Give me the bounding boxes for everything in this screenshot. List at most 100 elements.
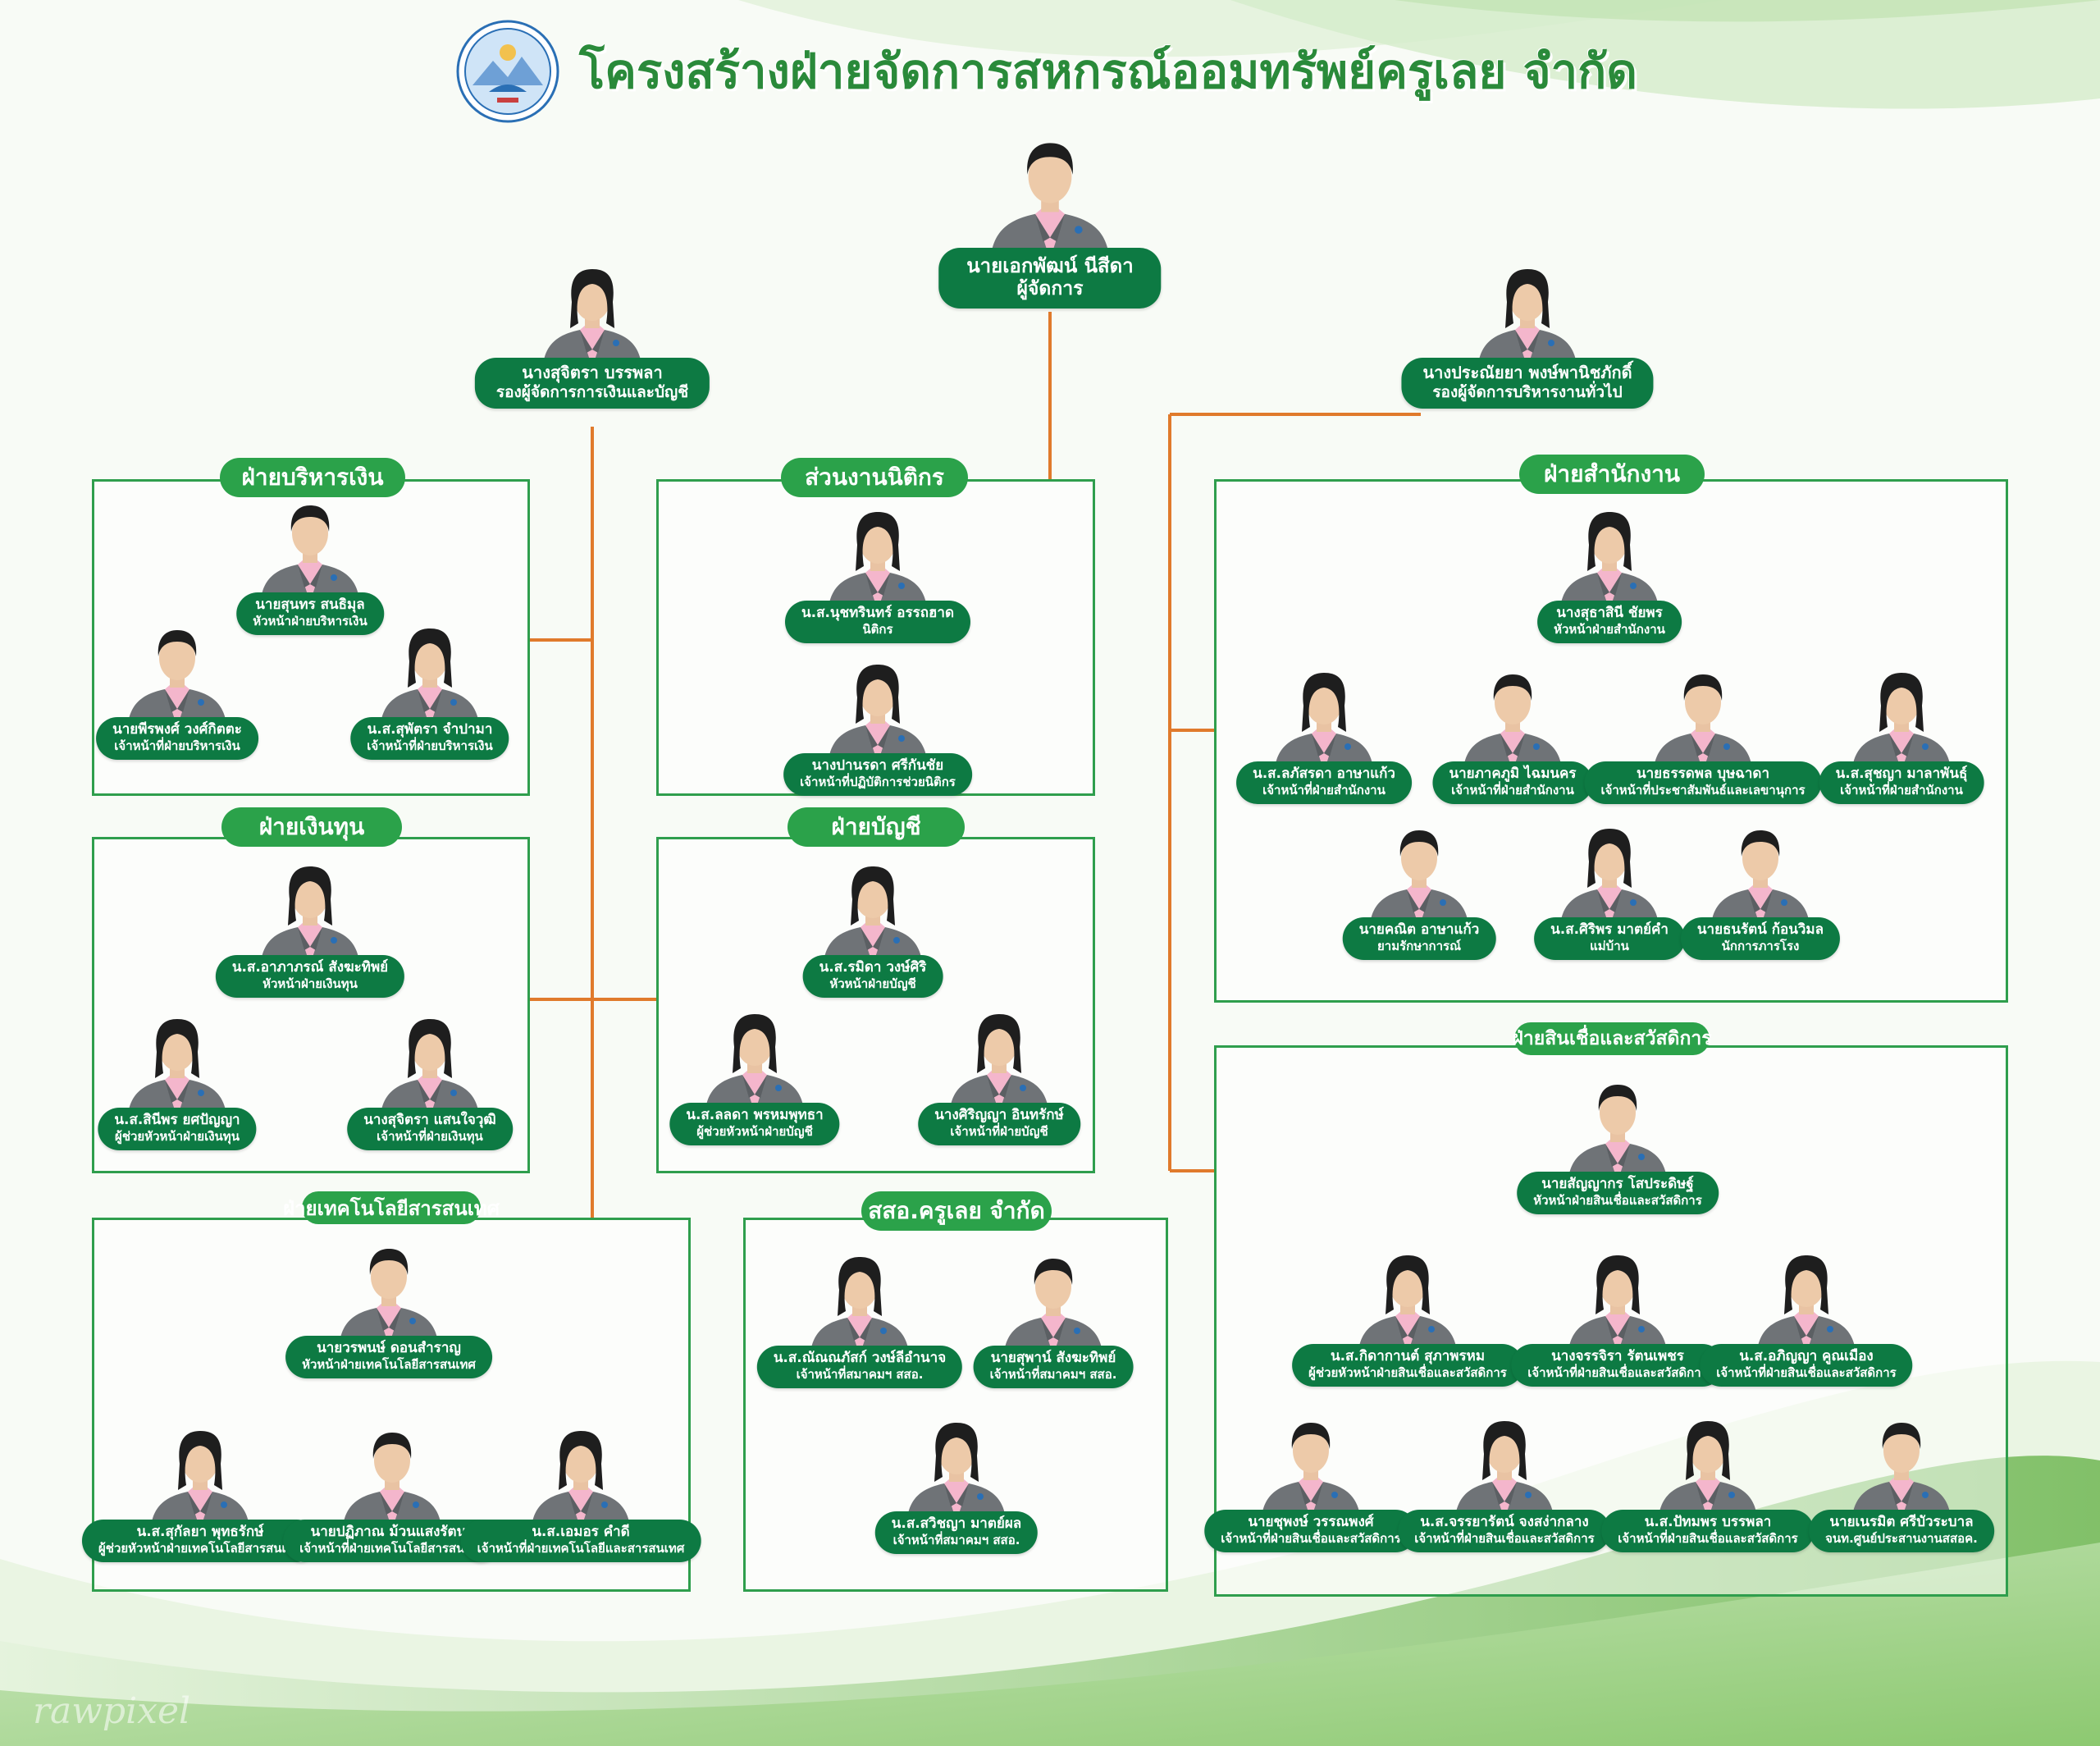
staff-label: น.ส.สวิชญา มาตย์ผล เจ้าหน้าที่สมาคมฯ สสอ… (874, 1511, 1039, 1554)
staff-name: น.ส.ลภัสรดา อาษาแก้ว (1253, 766, 1395, 782)
staff-position: นักการภารโรง (1721, 939, 1800, 953)
staff-name: นายเอกพัฒน์ นีสีดา (966, 254, 1134, 277)
staff-label: น.ส.สุกัลยา พุทธรักษ์ ผู้ช่วยหัวหน้าฝ่าย… (81, 1520, 319, 1562)
staff-name: นายปฏิภาณ ม้วนแสงรัตนะ (310, 1524, 474, 1540)
staff-label: นายเอกพัฒน์ นีสีดา ผู้จัดการ (938, 248, 1162, 309)
staff-position: เจ้าหน้าที่ประชาสัมพันธ์และเลขานุการ (1600, 783, 1806, 798)
staff-name: น.ส.อาภาภรณ์ สังฆะทิพย์ (231, 959, 389, 976)
staff-label: นางจรรจิรา รัตนเพชร เจ้าหน้าที่ฝ่ายสินเช… (1511, 1344, 1724, 1387)
staff-label: น.ส.ปัทมพร บรรพลา เจ้าหน้าที่ฝ่ายสินเชื่… (1601, 1510, 1815, 1552)
staff-label: นายภาคภูมิ ไฉมนคร เจ้าหน้าที่ฝ่ายสำนักงา… (1432, 761, 1593, 804)
cooperative-logo (456, 20, 559, 123)
staff-name: นางสุธาสินี ชัยพร (1556, 605, 1663, 621)
staff-name: นายภาคภูมิ ไฉมนคร (1449, 766, 1577, 782)
staff-position: หัวหน้าฝ่ายสำนักงาน (1554, 622, 1665, 637)
staff-name: น.ส.สุชญา มาลาพันธุ์ (1835, 766, 1968, 782)
staff-position: เจ้าหน้าที่ฝ่ายสินเชื่อและสวัสดิการ (1414, 1531, 1595, 1546)
staff-name: น.ส.กิดากานต์ สุภาพรหม (1330, 1348, 1486, 1364)
staff-name: น.ส.ศิริพร มาตย์คำ (1550, 921, 1669, 938)
staff-label: นายสัญญากร โสประดิษฐ์ หัวหน้าฝ่ายสินเชื่… (1517, 1172, 1719, 1214)
staff-label: นายวรพนษ์ ดอนสำราญ หัวหน้าฝ่ายเทคโนโลยีส… (285, 1336, 492, 1378)
staff-name: นายสุนทร สนธิมุล (255, 596, 365, 613)
staff-name: น.ส.สุพัตรา จำปามา (367, 721, 493, 738)
staff-label: น.ส.ลลดา พรหมพุทธา ผู้ช่วยหัวหน้าฝ่ายบัญ… (669, 1103, 840, 1145)
staff-name: นายเนรมิต ศรีบัวระบาล (1829, 1514, 1974, 1530)
staff-label: น.ส.นุชทรินทร์ อรรถฮาด นิติกร (784, 601, 971, 643)
staff-position: เจ้าหน้าที่ฝ่ายสินเชื่อและสวัสดิการ (1618, 1531, 1798, 1546)
staff-name: น.ส.สุกัลยา พุทธรักษ์ (136, 1524, 264, 1540)
staff-name: นายพีรพงศ์ วงศ์กิตตะ (112, 721, 242, 738)
staff-position: รองผู้จัดการการเงินและบัญชี (495, 383, 689, 401)
staff-position: เจ้าหน้าที่ฝ่ายสินเชื่อและสวัสดิการ (1221, 1531, 1401, 1546)
staff-name: นางสุจิตรา บรรพลา (522, 363, 663, 382)
staff-label: นางศิริญญา อินทรักษ์ เจ้าหน้าที่ฝ่ายบัญช… (918, 1103, 1080, 1145)
staff-label: นายธนรัตน์ ก้อนวิมล นักการภารโรง (1680, 917, 1841, 960)
staff-label: น.ส.กิดากานต์ สุภาพรหม ผู้ช่วยหัวหน้าฝ่า… (1292, 1344, 1523, 1387)
dept-title-credit: ฝ่ายสินเชื่อและสวัสดิการ (1512, 1022, 1712, 1055)
staff-position: เจ้าหน้าที่ฝ่ายสำนักงาน (1262, 783, 1386, 798)
staff-label: น.ส.สุชญา มาลาพันธุ์ เจ้าหน้าที่ฝ่ายสำนั… (1819, 761, 1984, 804)
staff-name: นายธนรัตน์ ก้อนวิมล (1696, 921, 1824, 938)
staff-name: นางจรรจิรา รัตนเพชร (1551, 1348, 1684, 1364)
dept-title-finance-admin: ฝ่ายบริหารเงิน (220, 458, 405, 497)
staff-position: จนท.ศูนย์ประสานงานสสอค. (1825, 1531, 1978, 1546)
staff-position: เจ้าหน้าที่สมาคมฯ สสอ. (892, 1533, 1020, 1547)
staff-name: น.ส.ณัณณภัสก์ วงษ์ลีอำนาจ (773, 1350, 947, 1366)
staff-label: นายธรรดพล บุษฉาดา เจ้าหน้าที่ประชาสัมพัน… (1584, 761, 1822, 804)
staff-name: นายคณิต อาษาแก้ว (1358, 921, 1480, 938)
staff-label: น.ส.สุพัตรา จำปามา เจ้าหน้าที่ฝ่ายบริหาร… (350, 717, 509, 760)
staff-label: นายชุพงษ์ วรรณพงศ์ เจ้าหน้าที่ฝ่ายสินเชื… (1204, 1510, 1418, 1552)
dept-title-office: ฝ่ายสำนักงาน (1519, 455, 1705, 494)
page-title: โครงสร้างฝ่ายจัดการสหกรณ์ออมทรัพย์ครูเลย… (579, 43, 1637, 99)
staff-label: น.ส.ลภัสรดา อาษาแก้ว เจ้าหน้าที่ฝ่ายสำนั… (1236, 761, 1412, 804)
staff-position: หัวหน้าฝ่ายบัญชี (829, 976, 916, 991)
staff-name: น.ส.นุชทรินทร์ อรรถฮาด (801, 605, 955, 621)
staff-name: น.ส.เอมอร คำดี (532, 1524, 630, 1540)
staff-position: หัวหน้าฝ่ายเทคโนโลยีสารสนเทศ (302, 1357, 476, 1372)
staff-position: แม่บ้าน (1590, 939, 1629, 953)
staff-name: นางประณัยยา พงษ์พานิชภักดิ์ (1422, 363, 1632, 382)
staff-label: นางสุจิตรา บรรพลา รองผู้จัดการการเงินและ… (474, 358, 710, 409)
staff-label: น.ส.รมิดา วงษ์ศิริ หัวหน้าฝ่ายบัญชี (802, 955, 943, 998)
staff-position: หัวหน้าฝ่ายเงินทุน (262, 976, 358, 991)
staff-name: นางศิริญญา อินทรักษ์ (934, 1107, 1064, 1123)
staff-label: นายพีรพงศ์ วงศ์กิตตะ เจ้าหน้าที่ฝ่ายบริห… (96, 717, 258, 760)
staff-position: เจ้าหน้าที่ฝ่ายสินเชื่อและสวัสดิการ (1716, 1365, 1897, 1380)
staff-position: ผู้ช่วยหัวหน้าฝ่ายเงินทุน (115, 1129, 240, 1144)
dept-title-it: ฝ่ายเทคโนโลยีสารสนเทศ (283, 1191, 500, 1224)
staff-label: นายเนรมิต ศรีบัวระบาล จนท.ศูนย์ประสานงาน… (1809, 1510, 1994, 1552)
staff-label: นายสุนทร สนธิมุล หัวหน้าฝ่ายบริหารเงิน (236, 592, 384, 635)
staff-name: นายธรรดพล บุษฉาดา (1636, 766, 1770, 782)
staff-label: นายสุพาน์ สังฆะทิพย์ เจ้าหน้าที่สมาคมฯ ส… (973, 1346, 1134, 1388)
watermark: rawpixel (33, 1690, 191, 1732)
staff-position: เจ้าหน้าที่ฝ่ายเงินทุน (377, 1129, 483, 1144)
staff-label: น.ส.ณัณณภัสก์ วงษ์ลีอำนาจ เจ้าหน้าที่สมา… (756, 1346, 963, 1388)
staff-position: ยามรักษาการณ์ (1376, 939, 1462, 953)
dept-title-ssor: สสอ.ครูเลย จำกัด (861, 1191, 1052, 1231)
staff-position: เจ้าหน้าที่ฝ่ายบริหารเงิน (367, 738, 493, 753)
staff-position: เจ้าหน้าที่ฝ่ายบัญชี (950, 1124, 1048, 1139)
staff-name: นางสุจิตรา แสนใจวุฒิ (363, 1112, 496, 1128)
staff-photo (976, 121, 1124, 269)
staff-position: หัวหน้าฝ่ายบริหารเงิน (253, 614, 368, 628)
staff-name: น.ส.ปัทมพร บรรพลา (1644, 1514, 1772, 1530)
staff-position: เจ้าหน้าที่สมาคมฯ สสอ. (989, 1367, 1117, 1382)
staff-label: นางสุจิตรา แสนใจวุฒิ เจ้าหน้าที่ฝ่ายเงิน… (347, 1108, 513, 1150)
staff-position: ผู้จัดการ (1016, 278, 1084, 299)
staff-name: นางปานรดา ศรีกันชัย (811, 757, 944, 774)
staff-position: รองผู้จัดการบริหารงานทั่วไป (1432, 383, 1623, 401)
staff-name: นายวรพนษ์ ดอนสำราญ (317, 1340, 461, 1356)
staff-position: หัวหน้าฝ่ายสินเชื่อและสวัสดิการ (1533, 1193, 1702, 1208)
staff-position: ผู้ช่วยหัวหน้าฝ่ายเทคโนโลยีสารสนเทศ (98, 1541, 303, 1556)
staff-label: นายคณิต อาษาแก้ว ยามรักษาการณ์ (1342, 917, 1496, 960)
staff-position: ผู้ช่วยหัวหน้าฝ่ายสินเชื่อและสวัสดิการ (1308, 1365, 1507, 1380)
staff-label: น.ส.อาภาภรณ์ สังฆะทิพย์ หัวหน้าฝ่ายเงินท… (215, 955, 405, 998)
staff-position: เจ้าหน้าที่สมาคมฯ สสอ. (796, 1367, 924, 1382)
staff-label: น.ส.จรรยารัตน์ จงสง่ากลาง เจ้าหน้าที่ฝ่า… (1398, 1510, 1611, 1552)
staff-name: นายสุพาน์ สังฆะทิพย์ (990, 1350, 1116, 1366)
staff-position: เจ้าหน้าที่ปฏิบัติการช่วยนิติกร (800, 775, 956, 789)
dept-title-accounting: ฝ่ายบัญชี (788, 807, 965, 847)
dept-title-capital: ฝ่ายเงินทุน (221, 807, 402, 847)
staff-name: น.ส.จรรยารัตน์ จงสง่ากลาง (1420, 1514, 1589, 1530)
